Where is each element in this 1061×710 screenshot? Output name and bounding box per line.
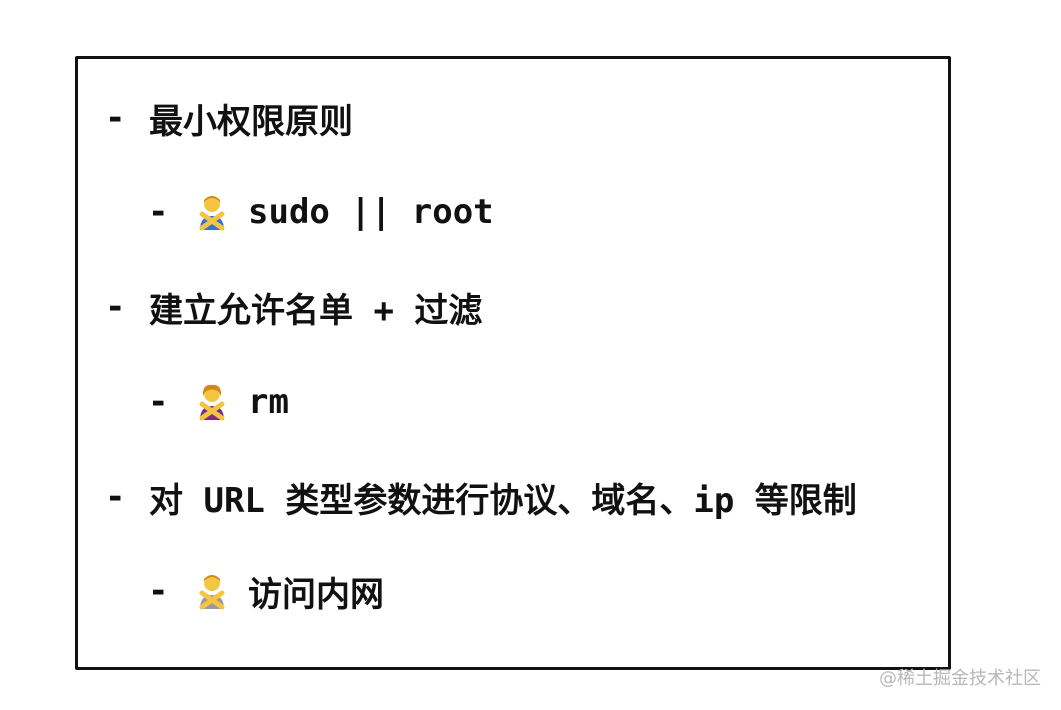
list-item-text: sudo || root — [248, 192, 494, 232]
list-item-text: rm — [248, 382, 289, 422]
list-item-text: 访问内网 — [248, 574, 384, 615]
bullet-dash: - — [148, 571, 169, 611]
watermark: @稀土掘金技术社区 — [879, 668, 1041, 689]
bullet-dash: - — [148, 382, 169, 422]
sub-item-rm: - rm — [148, 380, 289, 424]
bullet-dash: - — [105, 477, 126, 517]
list-item-least-privilege: - 最小权限原则 — [105, 96, 353, 142]
content-card — [75, 56, 951, 670]
list-item-url-restrictions: - 对 URL 类型参数进行协议、域名、ip 等限制 — [105, 475, 857, 521]
person-gesturing-no-icon — [192, 382, 234, 422]
person-gesturing-no-icon — [192, 192, 234, 232]
list-item-text: 最小权限原则 — [149, 101, 353, 142]
bullet-dash: - — [105, 98, 126, 138]
bullet-dash: - — [105, 287, 126, 327]
person-gesturing-no-icon — [192, 571, 234, 611]
list-item-text: 对 URL 类型参数进行协议、域名、ip 等限制 — [149, 480, 857, 521]
sub-item-intranet: - 访问内网 — [148, 569, 384, 615]
sub-item-sudo-root: - sudo || root — [148, 190, 494, 234]
list-item-allowlist: - 建立允许名单 + 过滤 — [105, 285, 483, 331]
bullet-dash: - — [148, 192, 169, 232]
list-item-text: 建立允许名单 + 过滤 — [149, 290, 483, 331]
